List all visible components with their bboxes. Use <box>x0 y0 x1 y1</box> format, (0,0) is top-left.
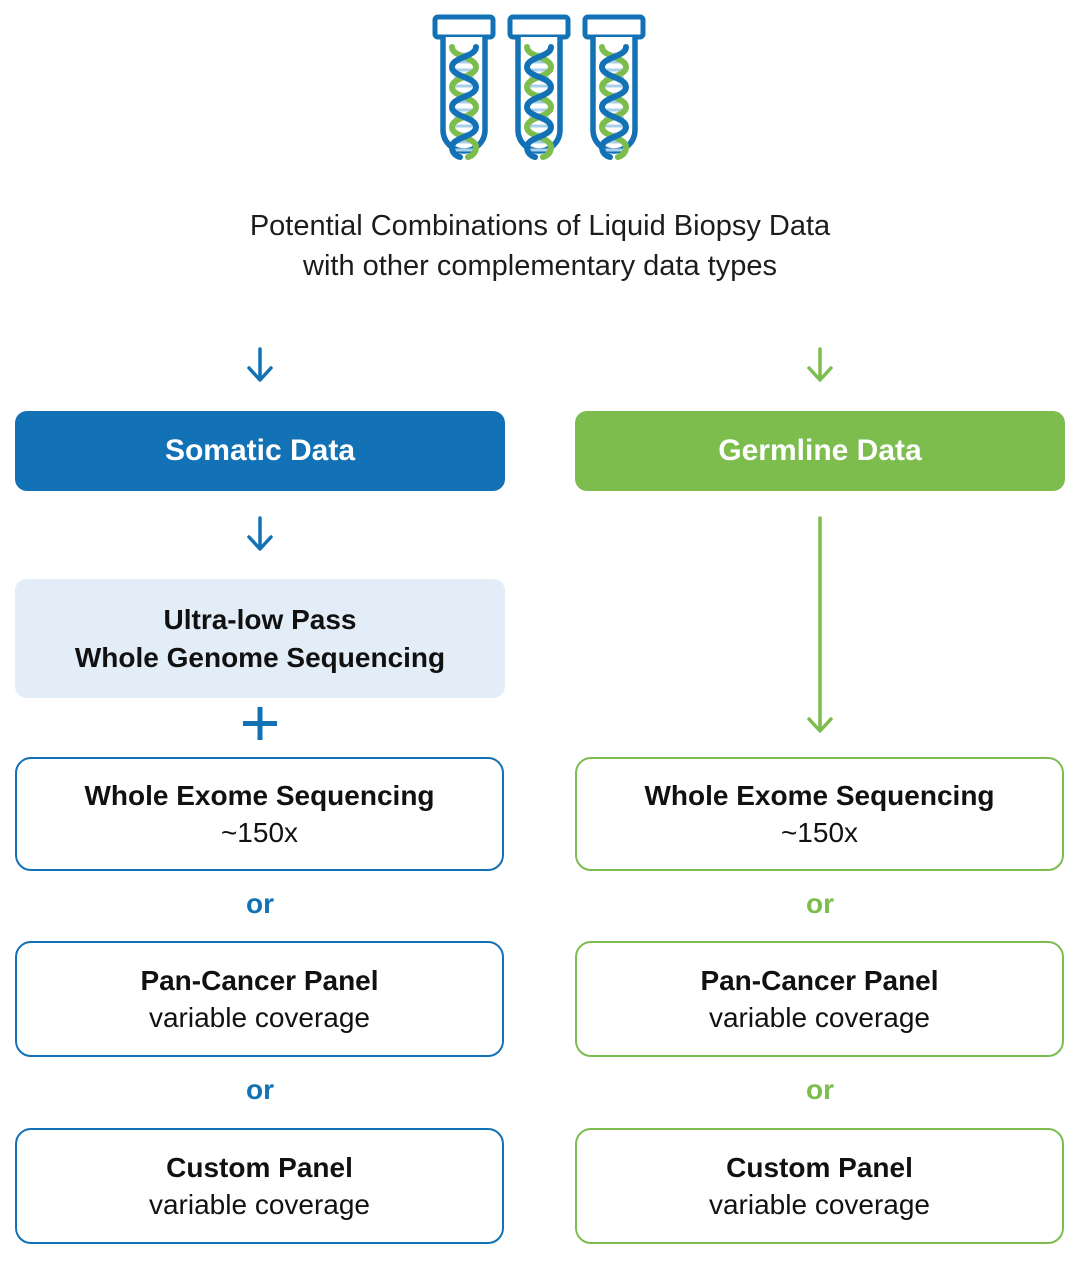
somatic-data-header-box: Somatic Data <box>15 411 505 491</box>
down-arrow-icon-blue <box>247 516 273 551</box>
germline-custom-panel-coverage: variable coverage <box>708 1189 931 1220</box>
germline-wes-box: Whole Exome Sequencing ~150x <box>575 757 1064 871</box>
ulp-line-1: Ultra-low Pass <box>163 603 357 635</box>
somatic-wes-box: Whole Exome Sequencing ~150x <box>15 757 504 871</box>
somatic-pan-cancer-title: Pan-Cancer Panel <box>140 965 379 996</box>
germline-custom-panel-box: Custom Panel variable coverage <box>575 1128 1064 1244</box>
ulp-line-2: Whole Genome Sequencing <box>74 641 446 673</box>
green-helix-strand <box>448 44 480 160</box>
germline-pan-cancer-coverage: variable coverage <box>708 1002 931 1033</box>
somatic-wes-title: Whole Exome Sequencing <box>84 780 435 811</box>
title-line-2: with other complementary data types <box>303 250 777 282</box>
germline-wes-title: Whole Exome Sequencing <box>644 780 995 811</box>
diagram-title: Potential Combinations of Liquid Biopsy … <box>0 206 1080 286</box>
germline-pan-cancer-box: Pan-Cancer Panel variable coverage <box>575 941 1064 1057</box>
title-line-1: Potential Combinations of Liquid Biopsy … <box>249 210 831 242</box>
germline-custom-panel-title: Custom Panel <box>726 1152 913 1183</box>
test-tubes-icon-group <box>431 14 647 180</box>
or-label-somatic-2: or <box>246 1074 274 1105</box>
somatic-pan-cancer-coverage: variable coverage <box>148 1002 371 1033</box>
dna-test-tube-icon <box>432 14 496 160</box>
or-label-somatic-1: or <box>246 888 274 919</box>
germline-pan-cancer-title: Pan-Cancer Panel <box>700 965 939 996</box>
somatic-custom-panel-title: Custom Panel <box>166 1152 353 1183</box>
or-label-germline-2: or <box>806 1074 834 1105</box>
or-label-germline-1: or <box>806 888 834 919</box>
dna-test-tube-icon <box>582 14 646 160</box>
somatic-custom-panel-coverage: variable coverage <box>148 1189 371 1220</box>
somatic-pan-cancer-box: Pan-Cancer Panel variable coverage <box>15 941 504 1057</box>
germline-data-label: Germline Data <box>718 434 922 467</box>
long-down-arrow-icon-green <box>807 516 833 733</box>
somatic-custom-panel-box: Custom Panel variable coverage <box>15 1128 504 1244</box>
down-arrow-icon-green <box>807 347 833 382</box>
down-arrow-icon-blue <box>247 347 273 382</box>
somatic-wes-coverage: ~150x <box>220 817 299 848</box>
germline-wes-coverage: ~150x <box>780 817 859 848</box>
blue-helix-strand <box>448 44 480 160</box>
germline-data-header-box: Germline Data <box>575 411 1065 491</box>
somatic-data-label: Somatic Data <box>164 434 356 467</box>
ulp-wgs-box: Ultra-low Pass Whole Genome Sequencing <box>15 579 505 698</box>
dna-test-tube-icon <box>507 14 571 160</box>
plus-icon <box>243 707 277 740</box>
